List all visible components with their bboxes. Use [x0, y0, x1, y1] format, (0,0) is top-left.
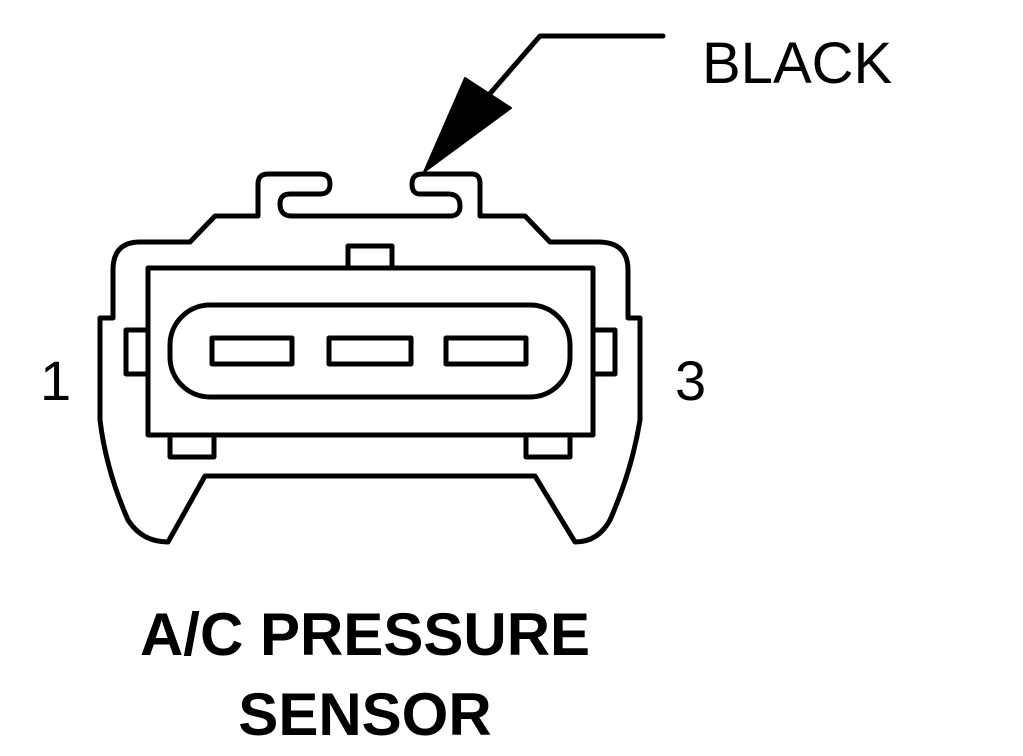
- terminal-pin-3: [443, 335, 529, 367]
- terminal-cavity: [167, 302, 573, 400]
- terminal-pin-1: [209, 335, 295, 367]
- pin-label-left: 1: [40, 349, 71, 412]
- pin-label-right: 3: [675, 349, 706, 412]
- connector-top-key: [345, 243, 395, 271]
- connector-left-latch: [123, 327, 151, 377]
- callout-label: BLACK: [702, 31, 893, 96]
- connector-left-foot: [167, 432, 217, 460]
- diagram-title-line-1: A/C PRESSURE: [140, 601, 590, 668]
- terminal-pin-2: [326, 335, 414, 367]
- callout-arrowhead: [423, 77, 512, 173]
- connector-outer-housing: [97, 171, 643, 545]
- connector-right-foot: [523, 432, 573, 460]
- diagram-title-line-2: SENSOR: [238, 681, 491, 748]
- connector-right-latch: [590, 327, 618, 377]
- callout-leader-line: [471, 33, 666, 115]
